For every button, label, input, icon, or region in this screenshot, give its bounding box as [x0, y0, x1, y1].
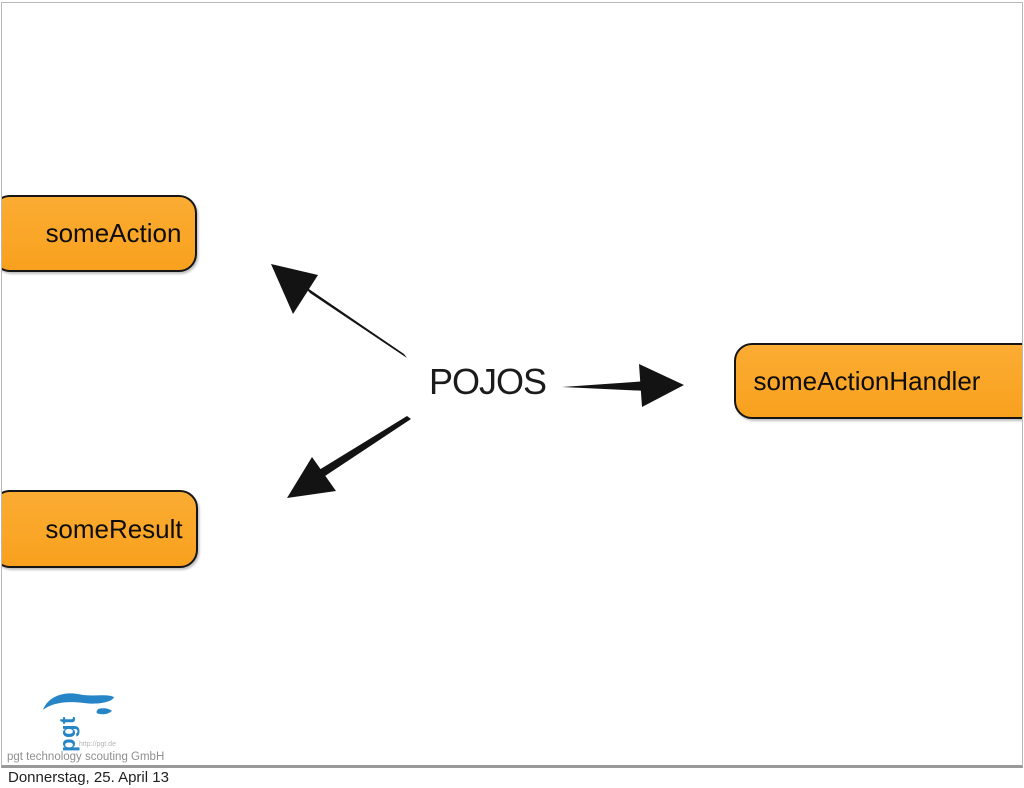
footer-date: Donnerstag, 25. April 13 [8, 769, 169, 786]
pgt-logo-tagline: pgt technology scouting GmbH [7, 751, 165, 763]
center-label: POJOS [429, 361, 547, 402]
node-someresult-label: someResult [45, 513, 183, 544]
slide: someAction someResult someActionHandler … [1, 2, 1023, 768]
node-someactionhandler: someActionHandler [734, 343, 1022, 419]
pgt-logo-wordmark: pgt [55, 716, 80, 752]
pgt-logo: pgt http://pgt.de pgt technology scoutin… [2, 685, 202, 765]
node-someaction-label: someAction [45, 218, 182, 248]
arrow-up-left-icon [271, 264, 407, 358]
node-someactionhandler-label: someActionHandler [753, 365, 981, 396]
arrow-right-icon [562, 364, 684, 407]
whale-tail-icon [42, 693, 115, 715]
arrow-down-left-icon [287, 416, 411, 498]
node-someaction: someAction [2, 195, 197, 272]
node-someresult: someResult [2, 490, 198, 568]
pgt-logo-url: http://pgt.de [79, 741, 116, 748]
